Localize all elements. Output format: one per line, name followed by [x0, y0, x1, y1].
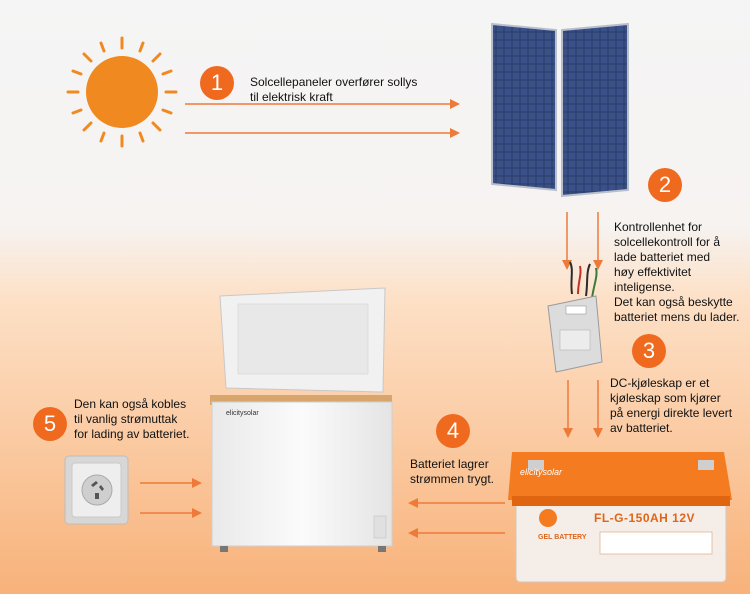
- sun-icon: [66, 36, 178, 148]
- chest-freezer-image: [210, 287, 393, 552]
- step-5-badge: 5: [33, 407, 67, 441]
- step-4-badge: 4: [436, 414, 470, 448]
- step-3-caption: DC-kjøleskap er et kjøleskap som kjører …: [610, 376, 733, 435]
- wall-socket-image: [64, 455, 129, 525]
- step-2-badge: 2: [648, 168, 682, 202]
- battery-type: GEL BATTERY: [538, 534, 587, 541]
- step-1-caption: Solcellepaneler overfører sollys til ele…: [250, 75, 418, 104]
- step-1-badge: 1: [200, 66, 234, 100]
- battery-model: FL-G-150AH 12V: [594, 511, 696, 525]
- step-4-caption: Batteriet lagrer strømmen trygt.: [410, 457, 495, 486]
- freezer-brand: elicitysolar: [226, 410, 259, 417]
- solar-panels-image: [491, 22, 629, 198]
- battery-brand: elicitysolar: [520, 467, 563, 477]
- gel-battery-image: [508, 452, 732, 583]
- step-3-badge: 3: [632, 334, 666, 368]
- step-2-caption: Kontrollenhet for solcellekontroll for å…: [614, 220, 740, 324]
- step-5-caption: Den kan også kobles til vanlig strømutta…: [74, 397, 190, 441]
- charge-controller-image: [547, 261, 603, 373]
